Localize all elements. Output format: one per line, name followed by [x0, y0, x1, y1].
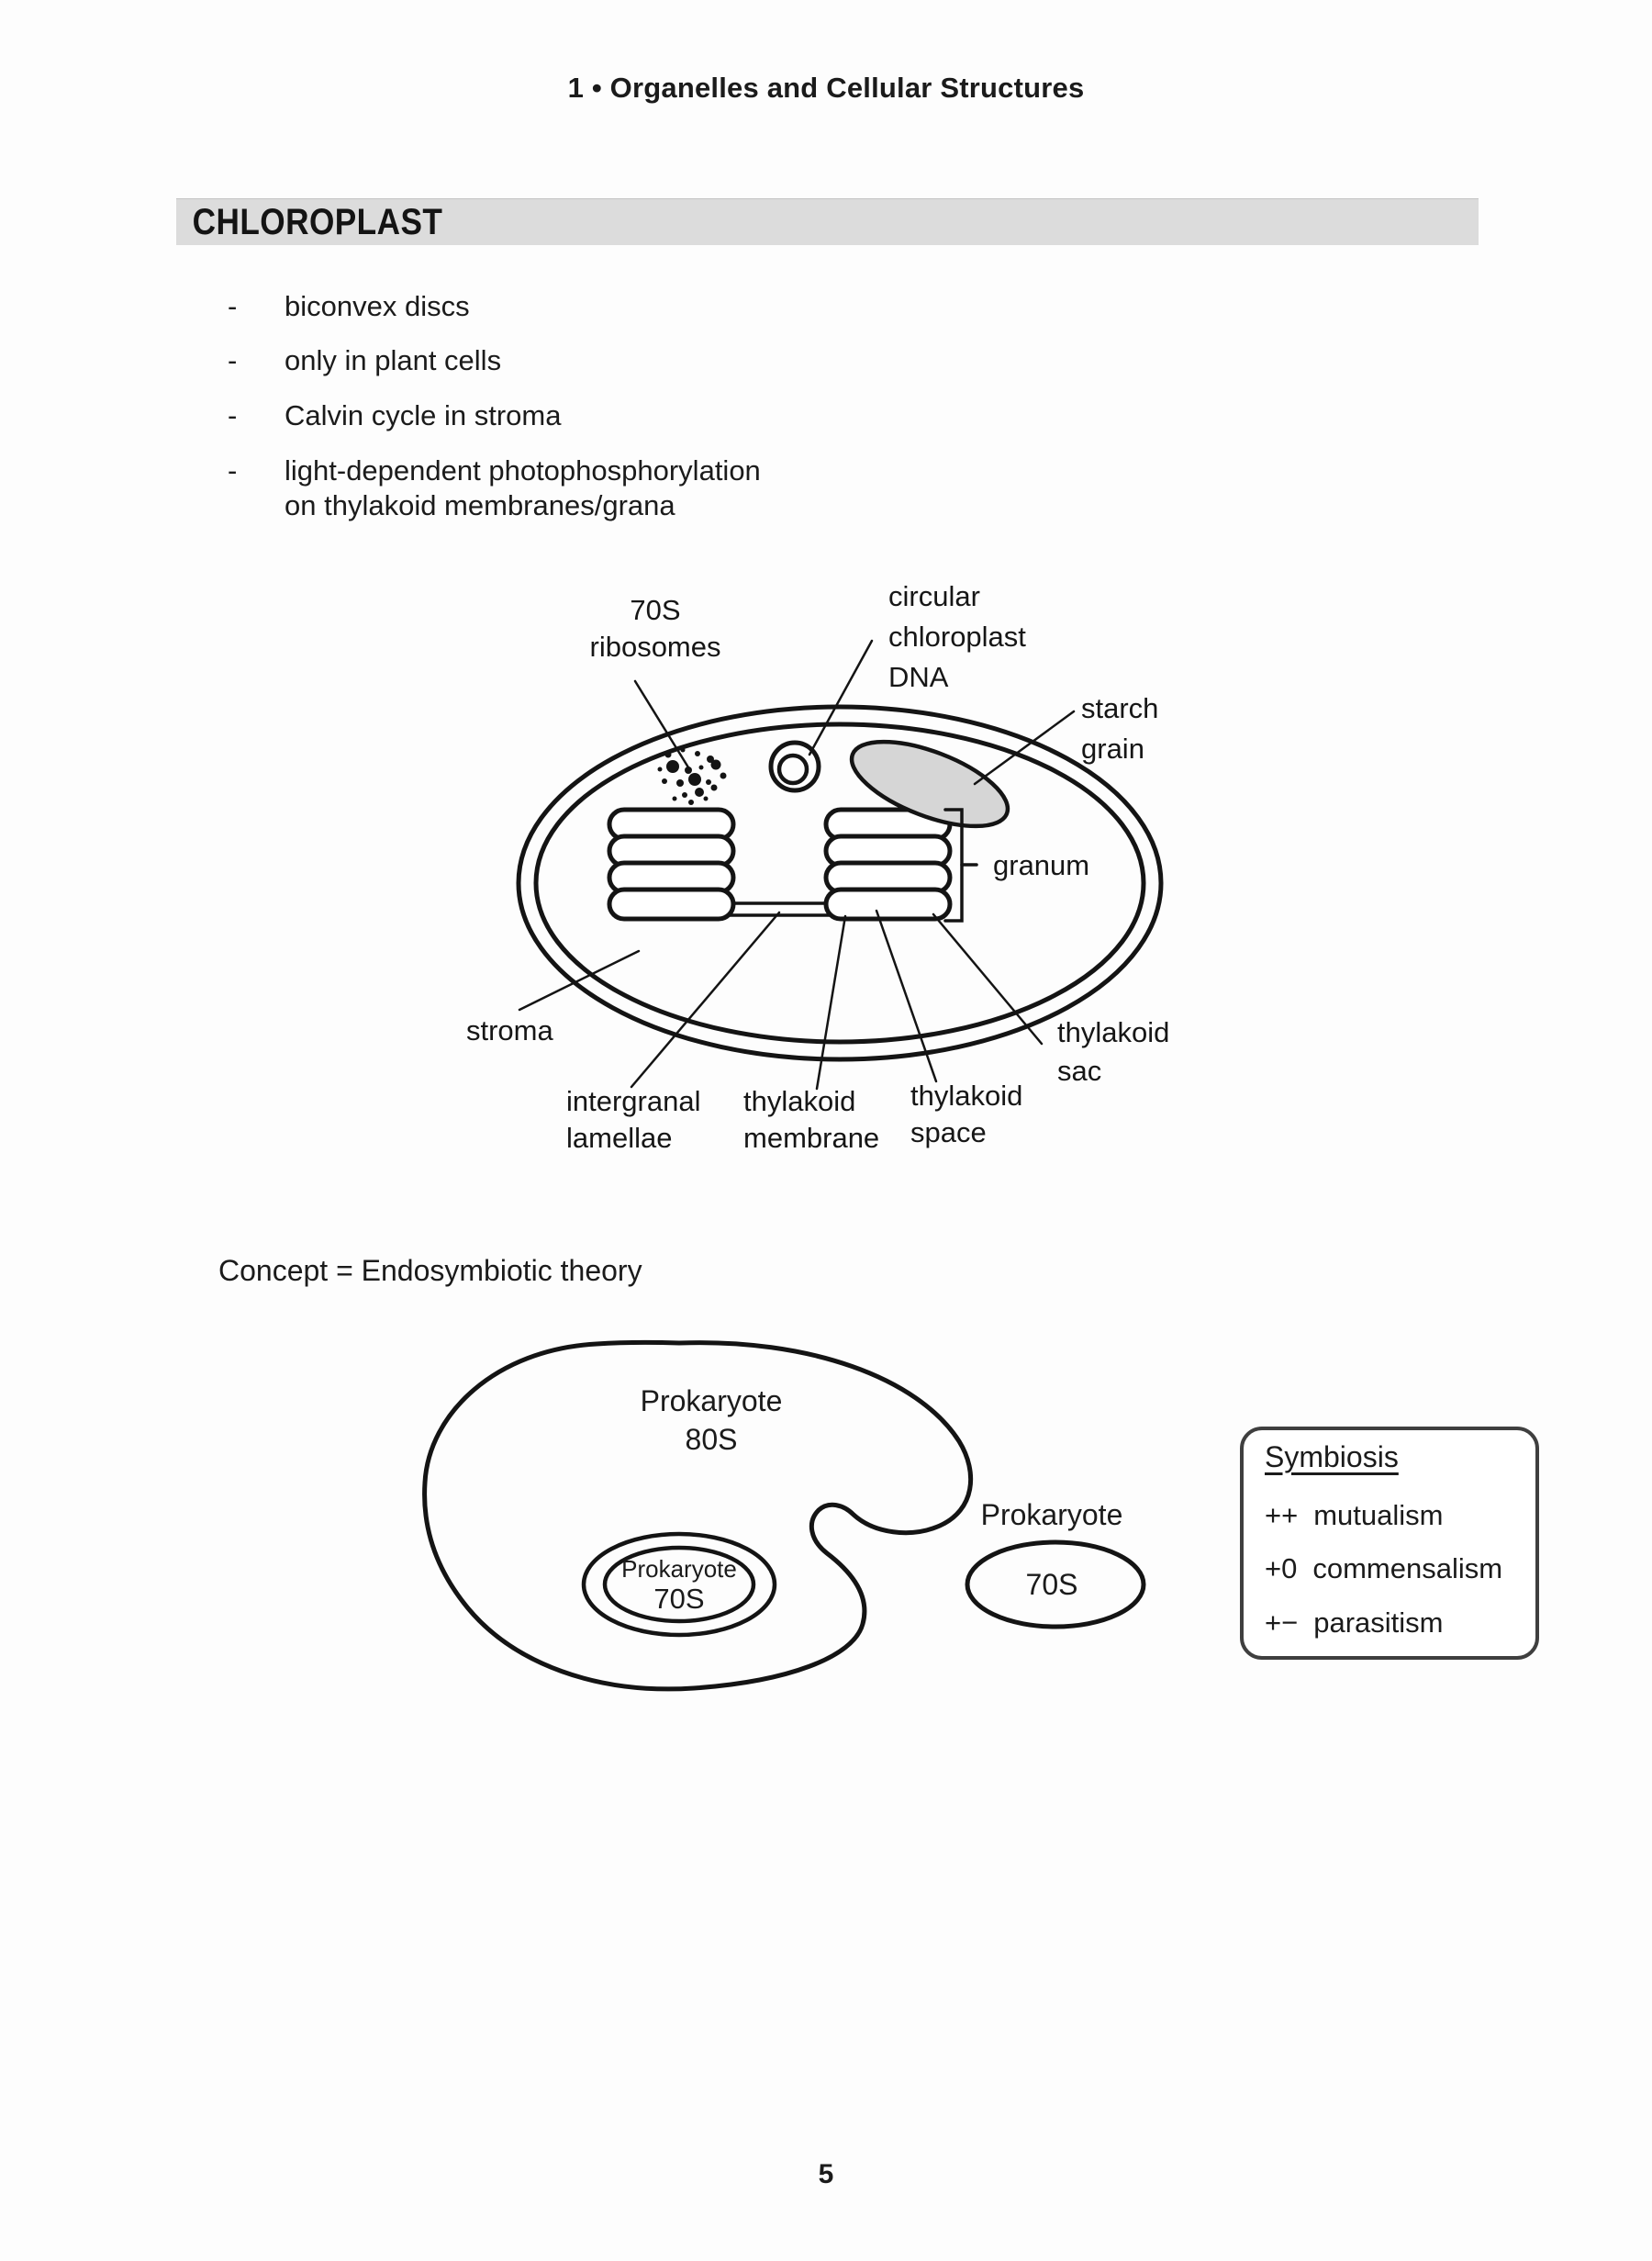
- bullet-text: Calvin cycle in stroma: [285, 399, 562, 431]
- inner-membrane: [533, 722, 1146, 1045]
- label-stroma: stroma: [466, 1014, 553, 1047]
- engulfed-prokaryote-label: Prokaryote: [621, 1555, 737, 1583]
- label-intergranal-lamellae: intergranal lamellae: [566, 1085, 701, 1154]
- section-title: CHLOROPLAST: [192, 202, 443, 242]
- symbiosis-label: parasitism: [1313, 1606, 1444, 1639]
- free-ribosome-label: 70S: [1025, 1568, 1078, 1601]
- bullet-item: - biconvex discs: [220, 289, 470, 324]
- label-thylakoid-membrane: thylakoid membrane: [743, 1085, 880, 1154]
- bullet-text: biconvex discs: [285, 290, 470, 322]
- label-starch-grain: starch grain: [1081, 692, 1159, 765]
- chloroplast-illustration: [516, 639, 1164, 1091]
- label-thylakoid-space: thylakoid space: [910, 1080, 1023, 1148]
- bullet-item: - light-dependent photophosphorylation o…: [220, 453, 761, 523]
- label-thylakoid-sac: thylakoid sac: [1057, 1016, 1170, 1087]
- host-cell-outline: [422, 1339, 974, 1692]
- section-heading-bar: CHLOROPLAST: [176, 198, 1479, 245]
- symbiosis-item: +− parasitism: [1265, 1606, 1443, 1640]
- right-granum: [823, 807, 953, 922]
- symbiosis-item: +0 commensalism: [1265, 1552, 1502, 1585]
- host-prokaryote-label: Prokaryote: [640, 1384, 783, 1417]
- label-pointer-lines: [518, 639, 1076, 1091]
- bullet-dash: -: [228, 344, 238, 376]
- free-prokaryote-outline: [965, 1539, 1146, 1629]
- symbiosis-box-border: [1240, 1427, 1539, 1660]
- left-granum: [607, 807, 736, 922]
- bullet-text: only in plant cells: [285, 344, 502, 376]
- bullet-dash: -: [228, 399, 238, 431]
- label-granum: granum: [993, 849, 1090, 881]
- symbiosis-title: Symbiosis: [1265, 1440, 1399, 1473]
- symbiosis-item: ++ mutualism: [1265, 1499, 1443, 1532]
- bullet-item: - Calvin cycle in stroma: [220, 398, 561, 433]
- free-prokaryote-label: Prokaryote: [980, 1498, 1123, 1531]
- host-ribosome-label: 80S: [685, 1423, 738, 1456]
- engulfed-vesicle-outer: [581, 1531, 777, 1638]
- label-circular-chloroplast-dna: circular chloroplast DNA: [888, 580, 1026, 693]
- chloroplast-dna-outer: [768, 740, 821, 793]
- bullet-item: - only in plant cells: [220, 343, 501, 378]
- symbiosis-symbol: +0: [1265, 1552, 1298, 1584]
- ribosome-dots: [657, 747, 727, 805]
- bullet-dash: -: [228, 290, 238, 322]
- bullet-dash: -: [228, 454, 238, 487]
- engulfed-ribosome-label: 70S: [653, 1583, 705, 1615]
- endosymbiosis-illustration: [422, 1339, 1539, 1692]
- engulfed-vesicle-inner: [602, 1545, 756, 1624]
- starch-grain: [849, 739, 1010, 829]
- symbiosis-label: commensalism: [1312, 1552, 1503, 1584]
- bullet-text: light-dependent photophosphorylation on …: [285, 454, 761, 521]
- page-header: 1 • Organelles and Cellular Structures: [567, 72, 1085, 104]
- label-70s-ribosomes: 70S ribosomes: [589, 594, 721, 663]
- concept-heading: Concept = Endosymbiotic theory: [218, 1254, 642, 1287]
- symbiosis-symbol: +−: [1265, 1606, 1299, 1639]
- outer-membrane: [516, 704, 1164, 1062]
- chloroplast-dna-inner: [776, 753, 809, 786]
- symbiosis-label: mutualism: [1313, 1499, 1444, 1531]
- page-number: 5: [818, 2159, 834, 2189]
- symbiosis-symbol: ++: [1265, 1499, 1299, 1531]
